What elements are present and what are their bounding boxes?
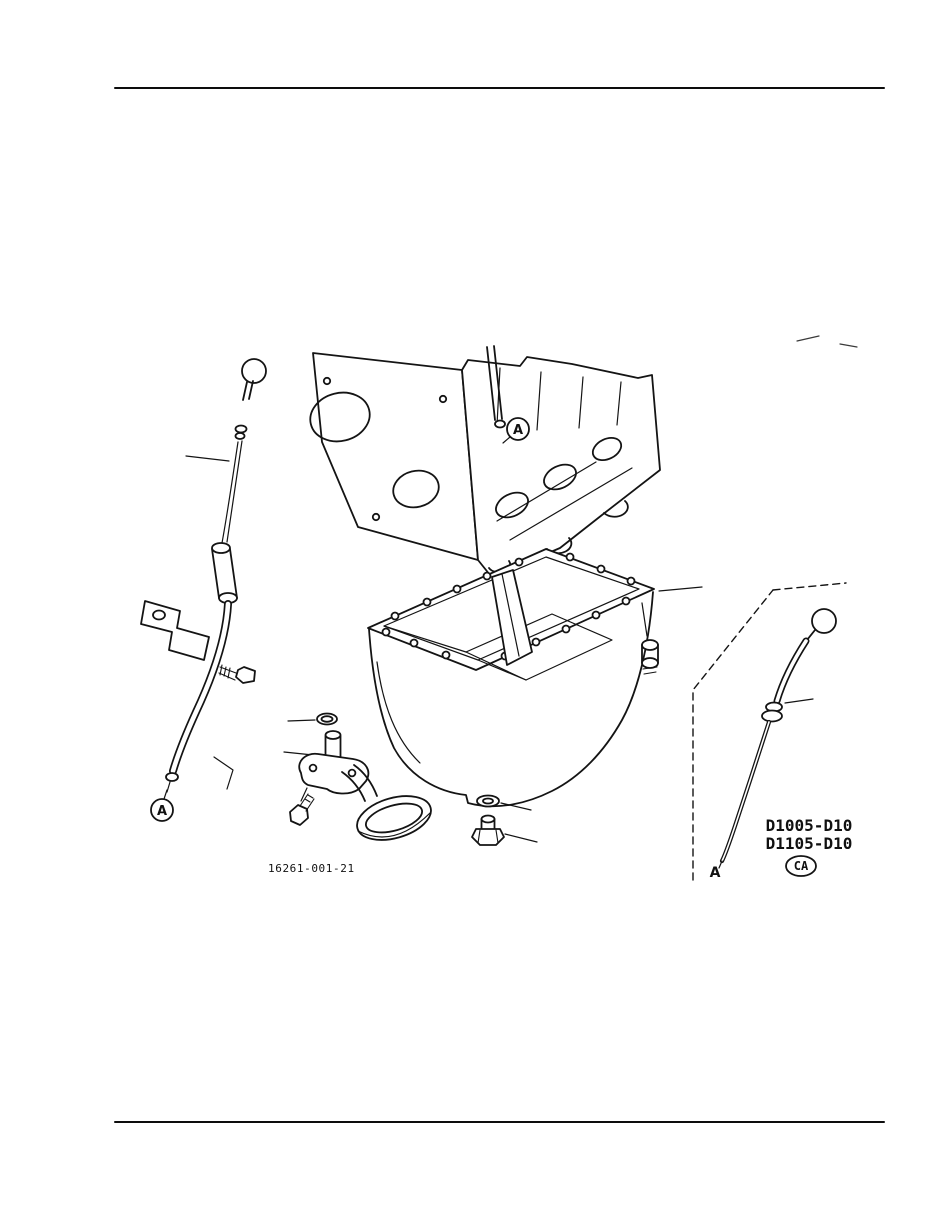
- dipstick-bracket: [140, 600, 210, 661]
- callout-a-upper-label: A: [513, 423, 523, 438]
- dipstick-leader-line: [185, 455, 230, 462]
- o-ring: [287, 712, 338, 726]
- region-code-label: CA: [794, 859, 809, 873]
- detail-dipstick-loop: [811, 608, 837, 634]
- drain-plug: [471, 814, 538, 846]
- detail-callout-a: A: [710, 865, 721, 881]
- tube-pointer-line: [213, 756, 234, 790]
- dipstick-handle-loop: [241, 358, 267, 384]
- scan-marks: [796, 335, 858, 348]
- model-code-2: D1105-D10: [766, 834, 853, 853]
- pan-leader-line: [658, 586, 703, 592]
- oil-pan: [367, 548, 703, 808]
- detail-panel: D1005-D10 D1105-D10 CA A: [692, 582, 853, 881]
- callout-a-lower: A: [150, 789, 174, 822]
- pan-flange-bolt-holes: [381, 552, 636, 661]
- pan-flange-bolt: [641, 602, 659, 675]
- detail-boundary-dashed: [692, 589, 774, 881]
- figure-number: 16261-001-21: [268, 862, 355, 875]
- callout-a-lower-label: A: [157, 804, 167, 819]
- detail-leader-line: [784, 698, 814, 704]
- drain-washer: [476, 794, 532, 811]
- oil-strainer: [283, 730, 432, 841]
- bracket-bolt: [218, 664, 256, 684]
- callout-a-upper: A: [502, 417, 530, 444]
- region-code-circle: [785, 855, 817, 877]
- block-tube: [486, 345, 506, 429]
- engine-block: [309, 352, 661, 576]
- strainer-bolt: [289, 787, 315, 826]
- model-code-1: D1005-D10: [766, 816, 853, 835]
- dipstick-assembly: [165, 358, 267, 793]
- pan-baffle: [491, 569, 533, 666]
